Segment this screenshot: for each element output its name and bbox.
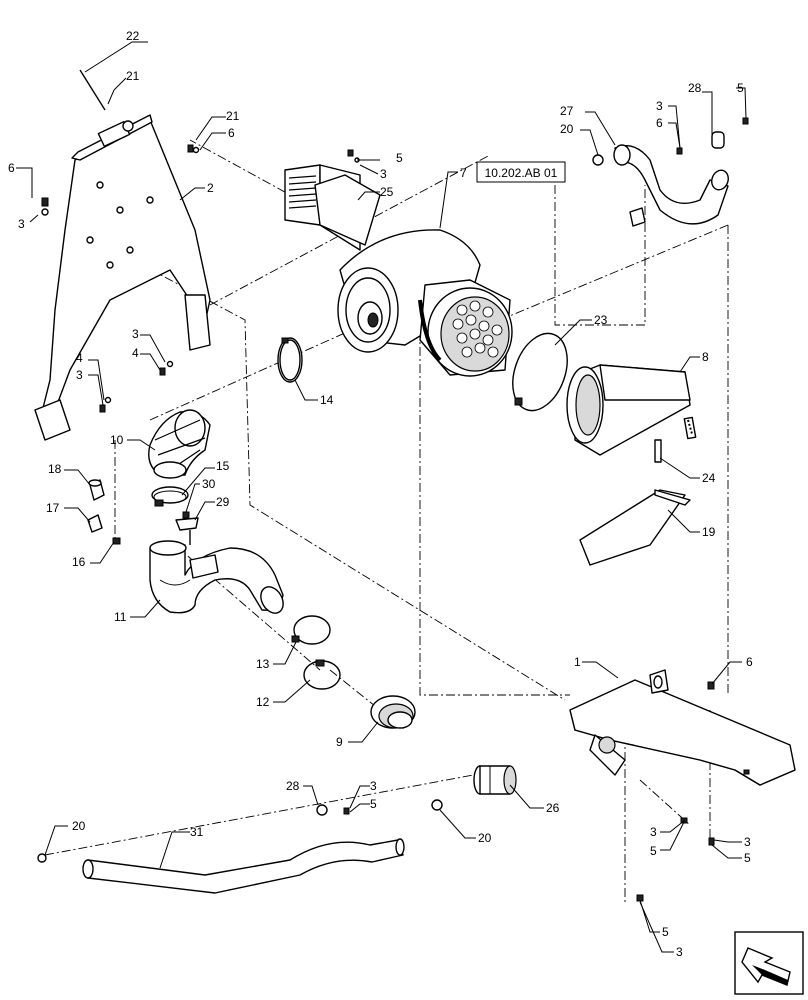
clamp-part-13	[291, 615, 331, 645]
callout-3-base-right: 3	[744, 835, 751, 849]
callout-21-top: 21	[126, 69, 140, 83]
hose-part-31	[37, 838, 405, 894]
callout-7: 7	[460, 166, 467, 180]
callout-6-top-right: 6	[656, 116, 663, 130]
sensor-part-29-30	[175, 511, 199, 545]
strip-part-24	[654, 439, 662, 463]
callout-29: 29	[216, 495, 230, 509]
callout-11: 11	[114, 610, 127, 624]
callout-9: 9	[336, 735, 343, 749]
base-plate-part-1	[569, 669, 796, 786]
duct-part-8	[566, 364, 697, 456]
fasteners-lower-right	[636, 817, 715, 902]
callout-3-left: 3	[18, 217, 25, 231]
callout-6-top: 6	[228, 126, 235, 140]
clamp-part-15	[151, 486, 189, 507]
callout-24: 24	[702, 471, 716, 485]
callout-27: 27	[560, 104, 574, 118]
nut-part-16	[112, 537, 121, 545]
upper-pipe-part-27	[592, 117, 749, 227]
callout-10: 10	[110, 433, 124, 447]
callout-19: 19	[702, 525, 716, 539]
callout-31: 31	[190, 825, 204, 839]
callout-30: 30	[202, 477, 216, 491]
callout-13: 13	[256, 657, 270, 671]
callout-28-top: 28	[688, 81, 702, 95]
callout-12: 12	[256, 695, 270, 709]
callout-5-screen: 5	[396, 151, 403, 165]
cap-part-18	[88, 479, 105, 501]
callout-17: 17	[46, 501, 60, 515]
callout-5-top-right: 5	[737, 81, 744, 95]
callout-20-left: 20	[72, 819, 86, 833]
callout-6-right: 6	[746, 655, 753, 669]
callout-20-top: 20	[560, 122, 574, 136]
clamp-part-12	[303, 659, 341, 690]
callout-3-lower: 3	[370, 779, 377, 793]
callout-14: 14	[320, 393, 334, 407]
bolt-part-22	[79, 69, 134, 147]
clamp-part-14	[277, 337, 303, 383]
callout-4-bracket: 4	[132, 346, 139, 360]
reference-box: 10.202.AB 01	[476, 161, 566, 183]
leader-lines	[16, 41, 747, 953]
callout-5-base-left: 5	[650, 844, 657, 858]
bracket-part-2	[34, 114, 211, 441]
callout-25: 25	[380, 185, 394, 199]
reference-tag: 10.202.AB 01	[485, 166, 558, 180]
valve-part-26	[473, 765, 517, 795]
callout-4-left: 4	[76, 351, 83, 365]
callout-22: 22	[126, 29, 140, 43]
callout-3-bottom: 3	[676, 945, 683, 959]
screen-cover-part-25	[284, 149, 381, 251]
callout-26: 26	[546, 801, 560, 815]
callout-15: 15	[216, 459, 230, 473]
clamp-part-23	[512, 332, 568, 412]
callout-8: 8	[702, 350, 709, 364]
callout-21: 21	[226, 109, 240, 123]
callout-2: 2	[207, 181, 214, 195]
callout-6-left: 6	[8, 161, 15, 175]
callout-labels: 22 21 21 6 6 3 2 3 4 4 3 5 3 25 7 14 10 …	[8, 29, 753, 959]
elbow-part-10	[148, 409, 211, 479]
callout-18: 18	[48, 462, 62, 476]
callout-5-bottom: 5	[662, 925, 669, 939]
callout-1: 1	[574, 655, 581, 669]
arrow-next-page-icon[interactable]	[734, 931, 804, 995]
air-cleaner-housing-part-7	[337, 229, 513, 377]
plate-part-19	[579, 489, 691, 566]
callout-3-base-left: 3	[650, 825, 657, 839]
callout-3-top-right: 3	[656, 99, 663, 113]
callout-3-lower-left: 3	[76, 368, 83, 382]
callout-23: 23	[594, 313, 608, 327]
callout-3-bracket: 3	[132, 327, 139, 341]
adapter-part-9	[370, 695, 416, 729]
fitting-part-17	[87, 514, 103, 533]
callout-5-base-right: 5	[744, 851, 751, 865]
callout-5-lower: 5	[370, 797, 377, 811]
callout-16: 16	[72, 555, 86, 569]
intake-pipe-part-11	[149, 540, 284, 614]
callout-28-lower: 28	[286, 779, 300, 793]
clip-part-28-lower	[316, 799, 443, 816]
callout-20-mid: 20	[478, 831, 492, 845]
callout-3-screen: 3	[380, 167, 387, 181]
